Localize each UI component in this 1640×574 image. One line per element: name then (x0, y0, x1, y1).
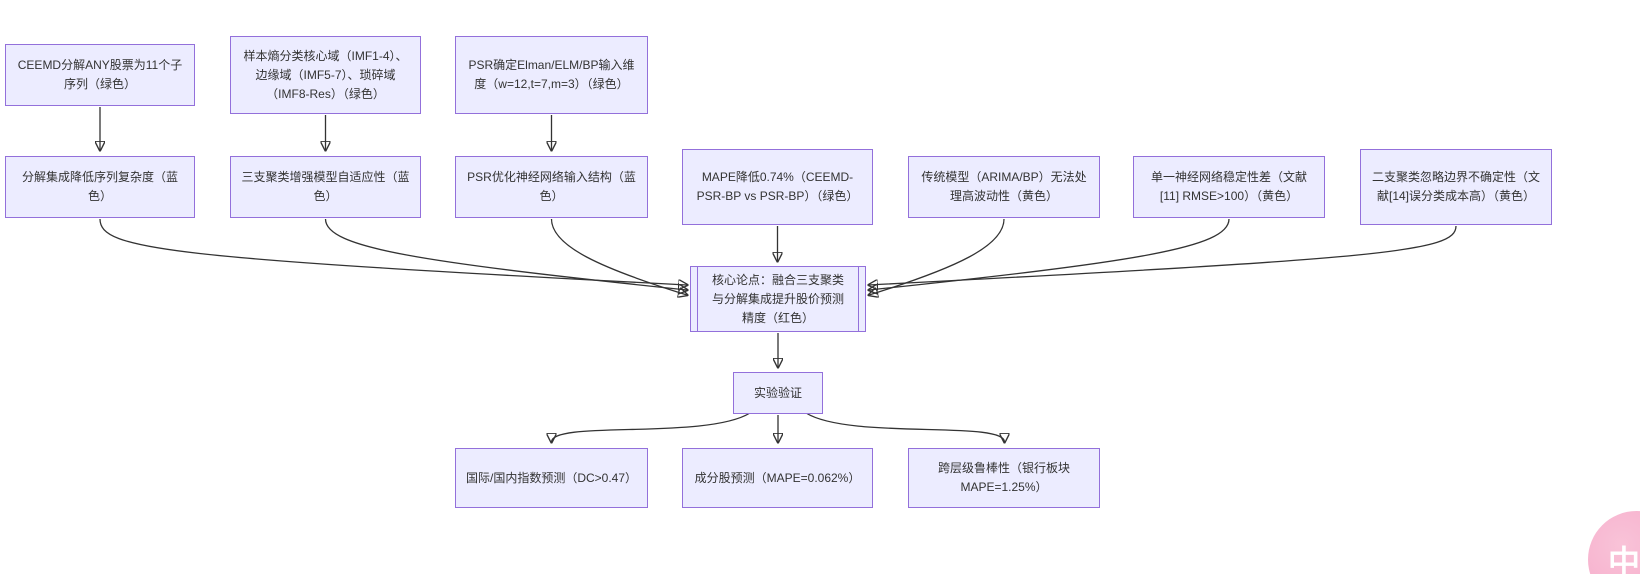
node-cross-level-robustness: 跨层级鲁棒性（银行板块 MAPE=1.25%） (908, 448, 1100, 508)
node-ceemd-decomposition: CEEMD分解ANY股票为11个子序列（绿色） (5, 44, 195, 106)
node-core-thesis: 核心论点：融合三支聚类与分解集成提升股价预测精度（红色） (690, 266, 866, 332)
node-traditional-model-limitation: 传统模型（ARIMA/BP）无法处理高波动性（黄色） (908, 156, 1100, 218)
node-psr-input-dimension: PSR确定Elman/ELM/BP输入维度（w=12,t=7,m=3）（绿色） (455, 36, 648, 114)
node-mape-reduction: MAPE降低0.74%（CEEMD-PSR-BP vs PSR-BP）（绿色） (682, 149, 873, 225)
node-psr-optimizes-input-structure: PSR优化神经网络输入结构（蓝色） (455, 156, 648, 218)
edge-validation-to-robustness (805, 412, 1005, 442)
node-three-way-clustering-adaptivity: 三支聚类增强模型自适应性（蓝色） (230, 156, 421, 218)
node-constituent-stock-prediction: 成分股预测（MAPE=0.062%） (682, 448, 873, 508)
node-experimental-validation: 实验验证 (733, 372, 823, 414)
node-sample-entropy-classification: 样本熵分类核心域（IMF1-4）、边缘域（IMF5-7）、琐碎域（IMF8-Re… (230, 36, 421, 114)
edge-twoway-to-core (869, 225, 1457, 285)
node-two-way-clustering-limitation: 二支聚类忽略边界不确定性（文献[14]误分类成本高）（黄色） (1360, 149, 1552, 225)
edge-psropt-to-core (550, 218, 688, 295)
edge-decomposition-to-core (99, 218, 687, 285)
edge-validation-to-index (552, 412, 751, 442)
translate-toggle-button[interactable]: 中A (1588, 511, 1640, 574)
edge-clustering-to-core (324, 218, 688, 290)
edge-traditional-to-core (869, 218, 1005, 295)
node-single-nn-instability: 单一神经网络稳定性差（文献[11] RMSE>100）（黄色） (1133, 156, 1325, 218)
edge-singlenn-to-core (869, 218, 1230, 290)
node-index-prediction: 国际/国内指数预测（DC>0.47） (455, 448, 648, 508)
node-decomposition-reduces-complexity: 分解集成降低序列复杂度（蓝色） (5, 156, 195, 218)
